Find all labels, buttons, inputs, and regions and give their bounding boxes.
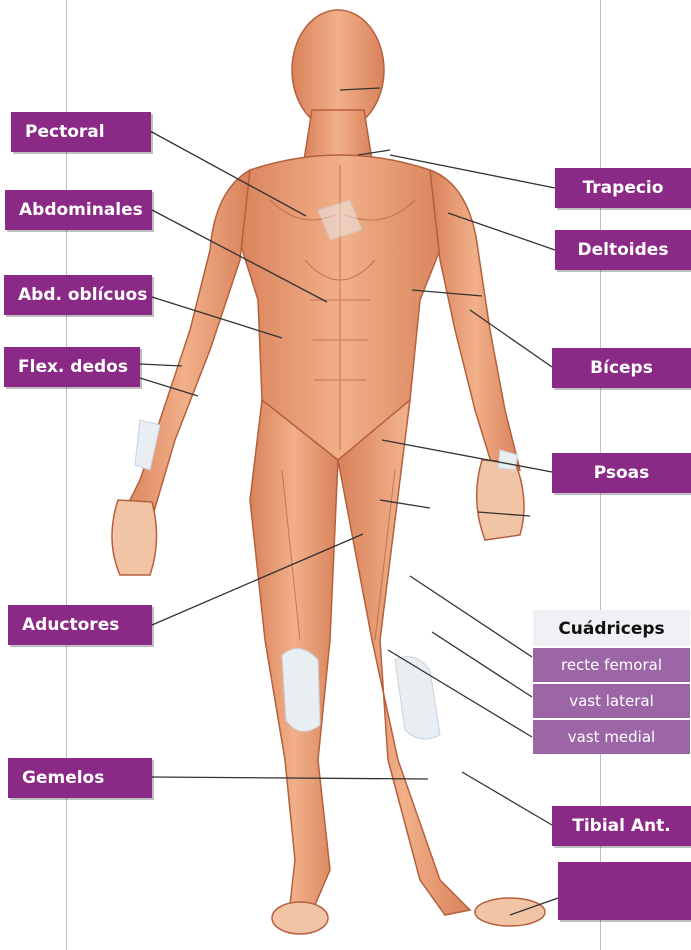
label-empty-box [558, 862, 691, 920]
leader-tibial-ant [462, 772, 552, 825]
cuadriceps-title: Cuádriceps [533, 610, 690, 648]
label-tibial-ant: Tibial Ant. [552, 806, 691, 846]
label-deltoides: Deltoides [555, 230, 691, 270]
label-abd-obliquos: Abd. oblícuos [4, 275, 152, 315]
body-shape [112, 10, 545, 934]
label-gemelos: Gemelos [8, 758, 152, 798]
label-trapecio: Trapecio [555, 168, 691, 208]
label-pectoral: Pectoral [11, 112, 151, 152]
label-psoas: Psoas [552, 453, 691, 493]
leader-recte-femoral [410, 576, 532, 657]
cuadriceps-vast-lateral: vast lateral [533, 682, 690, 718]
label-aductores: Aductores [8, 605, 152, 645]
label-abdominales: Abdominales [5, 190, 152, 230]
cuadriceps-vast-medial: vast medial [533, 718, 690, 754]
leader-vast-lateral [432, 632, 532, 697]
leader-psoas [382, 440, 552, 472]
label-biceps: Bíceps [552, 348, 691, 388]
cuadriceps-recte-femoral: recte femoral [533, 646, 690, 682]
leader-flex-dedos-1 [140, 364, 182, 366]
label-flex-dedos: Flex. dedos [4, 347, 140, 387]
